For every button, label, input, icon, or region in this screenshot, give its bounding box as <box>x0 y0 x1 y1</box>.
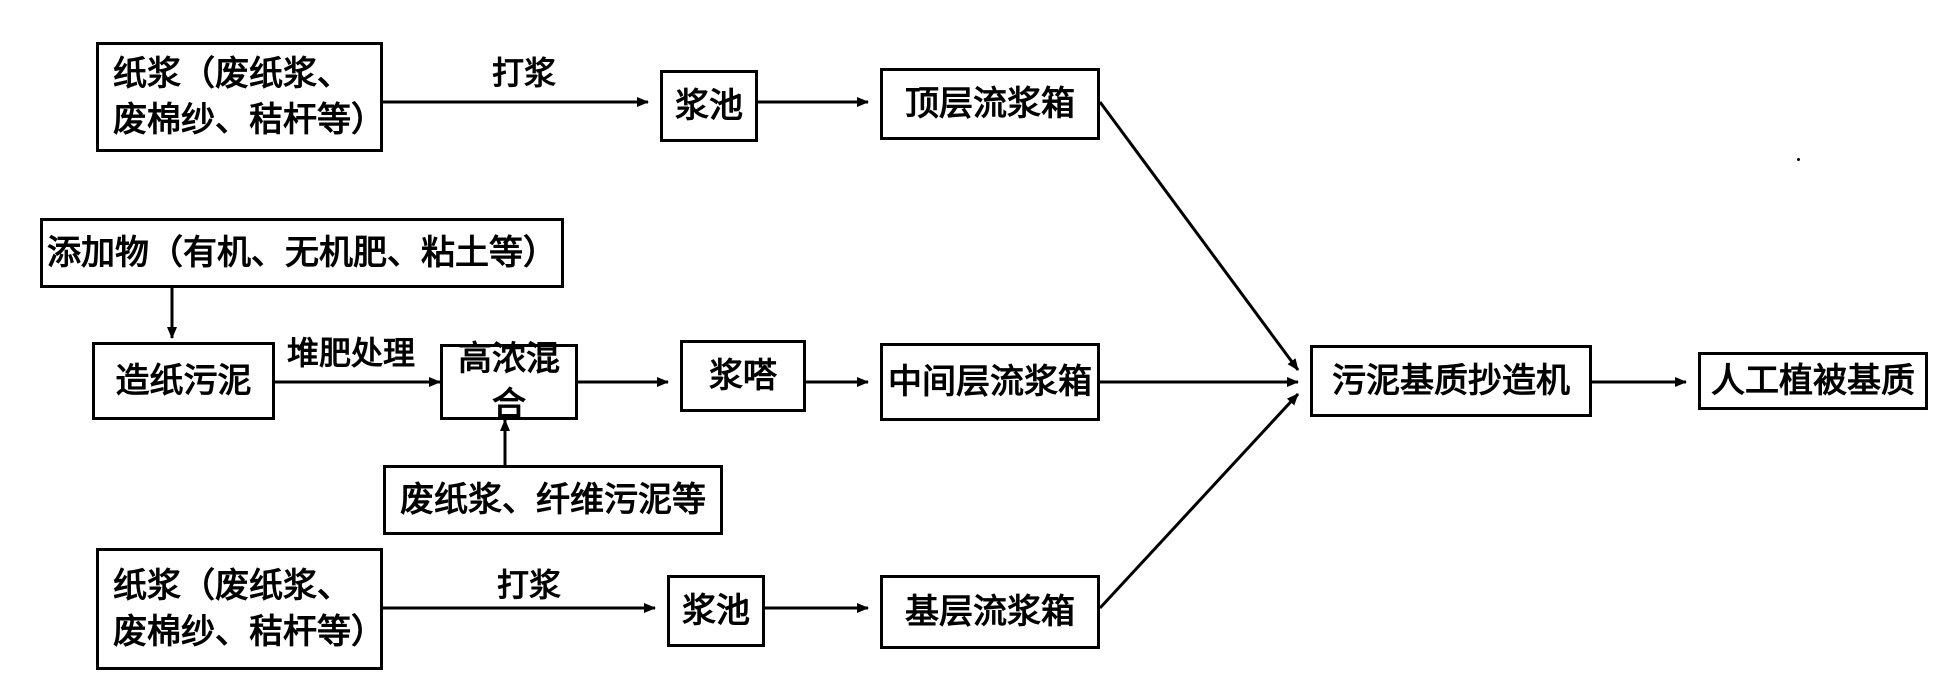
pulp-bottom-line-2: 废棉纱、秸杆等） <box>113 612 385 652</box>
beating-label-top: 打浆 <box>492 54 557 92</box>
artificial-vegetation-substrate-box: 人工植被基质 <box>1698 352 1928 410</box>
pulp-pool-top-box: 浆池 <box>660 70 758 142</box>
stray-mark <box>1797 158 1800 161</box>
headbox-base-box: 基层流浆箱 <box>880 575 1100 649</box>
beating-label-bottom: 打浆 <box>497 566 562 604</box>
sludge-substrate-machine-box: 污泥基质抄造机 <box>1310 345 1592 417</box>
pulp-pool-bottom-box: 浆池 <box>667 575 765 647</box>
pulp-input-bottom-box: 纸浆（废纸浆、 废棉纱、秸杆等） <box>96 548 385 670</box>
pulp-tower-box: 浆嗒 <box>680 340 806 412</box>
pulp-top-line-2: 废棉纱、秸杆等） <box>113 100 385 140</box>
additives-box: 添加物（有机、无机肥、粘土等） <box>40 218 564 288</box>
waste-pulp-box: 废纸浆、纤维污泥等 <box>383 465 723 535</box>
pulp-input-top-box: 纸浆（废纸浆、 废棉纱、秸杆等） <box>96 42 385 152</box>
pulp-bottom-line-1: 纸浆（废纸浆、 <box>113 566 351 606</box>
arrow-headbox-top-to-machine <box>1098 101 1300 371</box>
arrow-headbox-base-to-machine <box>1098 392 1300 610</box>
compost-label: 堆肥处理 <box>287 334 416 372</box>
paper-sludge-box: 造纸污泥 <box>92 342 275 420</box>
pulp-top-line-1: 纸浆（废纸浆、 <box>113 54 351 94</box>
high-consistency-mix-box: 高浓混合 <box>440 339 578 425</box>
headbox-middle-box: 中间层流浆箱 <box>880 343 1100 421</box>
headbox-top-box: 顶层流浆箱 <box>880 68 1100 140</box>
